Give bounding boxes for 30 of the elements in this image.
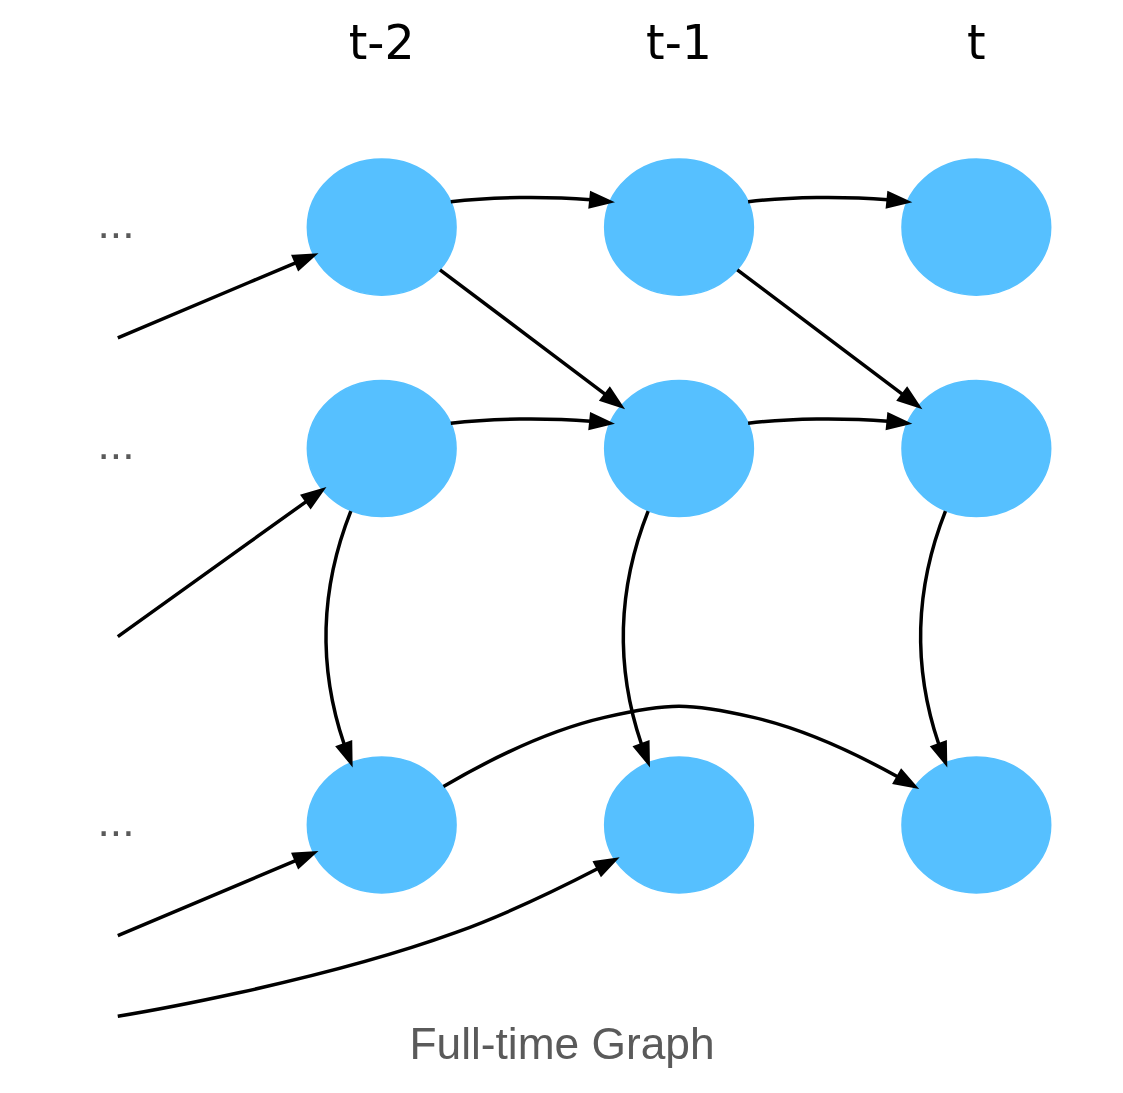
arrow (438, 268, 625, 410)
label: ... (97, 198, 134, 248)
node-circle (306, 158, 457, 296)
label: ... (97, 795, 134, 845)
arrow (450, 190, 615, 209)
node-circle (900, 158, 1051, 296)
arrow (621, 510, 650, 768)
node-circle (900, 379, 1051, 518)
label: ... (97, 419, 134, 469)
arrow (918, 510, 947, 768)
arrow (116, 253, 318, 340)
label: t-2 (348, 14, 415, 70)
label: t (966, 14, 986, 70)
arrow (450, 412, 615, 431)
caption: Full-time Graph (408, 1018, 715, 1068)
arrow (735, 268, 922, 410)
label: t-1 (645, 14, 712, 70)
node-circle (900, 756, 1051, 894)
node-circle (603, 756, 754, 894)
arrow (116, 487, 326, 639)
arrow (442, 704, 919, 790)
arrow (116, 850, 318, 938)
arrow (747, 190, 912, 209)
arrow (747, 412, 912, 431)
node-circle (306, 379, 457, 518)
node-circle (603, 379, 754, 518)
arrow (323, 510, 353, 768)
node-circle (306, 756, 457, 894)
arrow (116, 857, 620, 1018)
node-circle (603, 158, 754, 296)
